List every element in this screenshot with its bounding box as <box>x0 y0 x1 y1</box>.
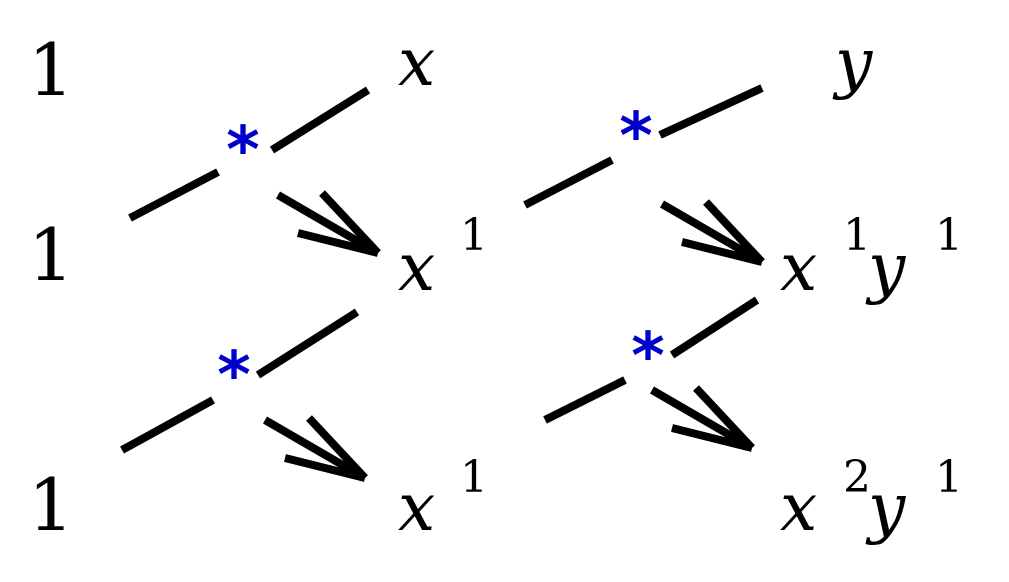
exponent: 2 <box>843 452 871 503</box>
multiply-star: * <box>226 114 259 188</box>
base: x <box>780 229 817 306</box>
base: x <box>398 229 435 306</box>
row1-left: 1 <box>28 28 74 112</box>
arrow-stroke <box>649 386 755 452</box>
exponent: 1 <box>460 452 488 503</box>
arrow-icon <box>649 385 755 452</box>
row1-right: y <box>832 24 873 101</box>
row3-left: 1 <box>28 463 74 547</box>
row2-left: 1 <box>28 213 74 297</box>
row2-right-term: x 1 y 1 <box>780 210 963 306</box>
arrow-stroke <box>297 229 379 257</box>
exponent: 1 <box>935 452 963 503</box>
connector-line <box>658 84 764 139</box>
base: y <box>865 229 906 306</box>
arrow-icon <box>262 415 368 482</box>
connector-line <box>255 308 360 379</box>
connector-line <box>120 396 215 454</box>
multiply-star: * <box>217 339 250 413</box>
arrow-stroke <box>681 238 763 266</box>
exponent: 1 <box>935 210 963 261</box>
row2-mid-term: x 1 <box>398 210 488 306</box>
arrow-stroke <box>306 415 368 481</box>
exponent: 1 <box>460 210 488 261</box>
row1-mid: x <box>398 24 435 101</box>
arrow-stroke <box>284 454 366 482</box>
arrow-stroke <box>693 385 755 451</box>
exponent: 1 <box>843 210 871 261</box>
base: x <box>780 469 817 546</box>
connector-line <box>269 86 371 154</box>
arrow-stroke <box>659 200 765 266</box>
row3-right-term: x 2 y 1 <box>780 452 963 546</box>
connector-line <box>669 296 760 359</box>
base: y <box>865 469 906 546</box>
arrow-stroke <box>319 190 381 256</box>
arrow-stroke <box>703 199 765 265</box>
arrow-stroke <box>671 424 753 452</box>
multiply-star: * <box>619 100 652 174</box>
base: x <box>398 469 435 546</box>
connector-line <box>128 168 220 222</box>
connector-line <box>523 156 614 209</box>
arrow-stroke <box>275 191 381 257</box>
arrow-icon <box>659 199 765 266</box>
multiply-star: * <box>631 320 664 394</box>
connector-line <box>543 376 627 424</box>
arrow-stroke <box>262 416 368 482</box>
arrow-icon <box>275 190 381 257</box>
row3-mid-term: x 1 <box>398 452 488 546</box>
